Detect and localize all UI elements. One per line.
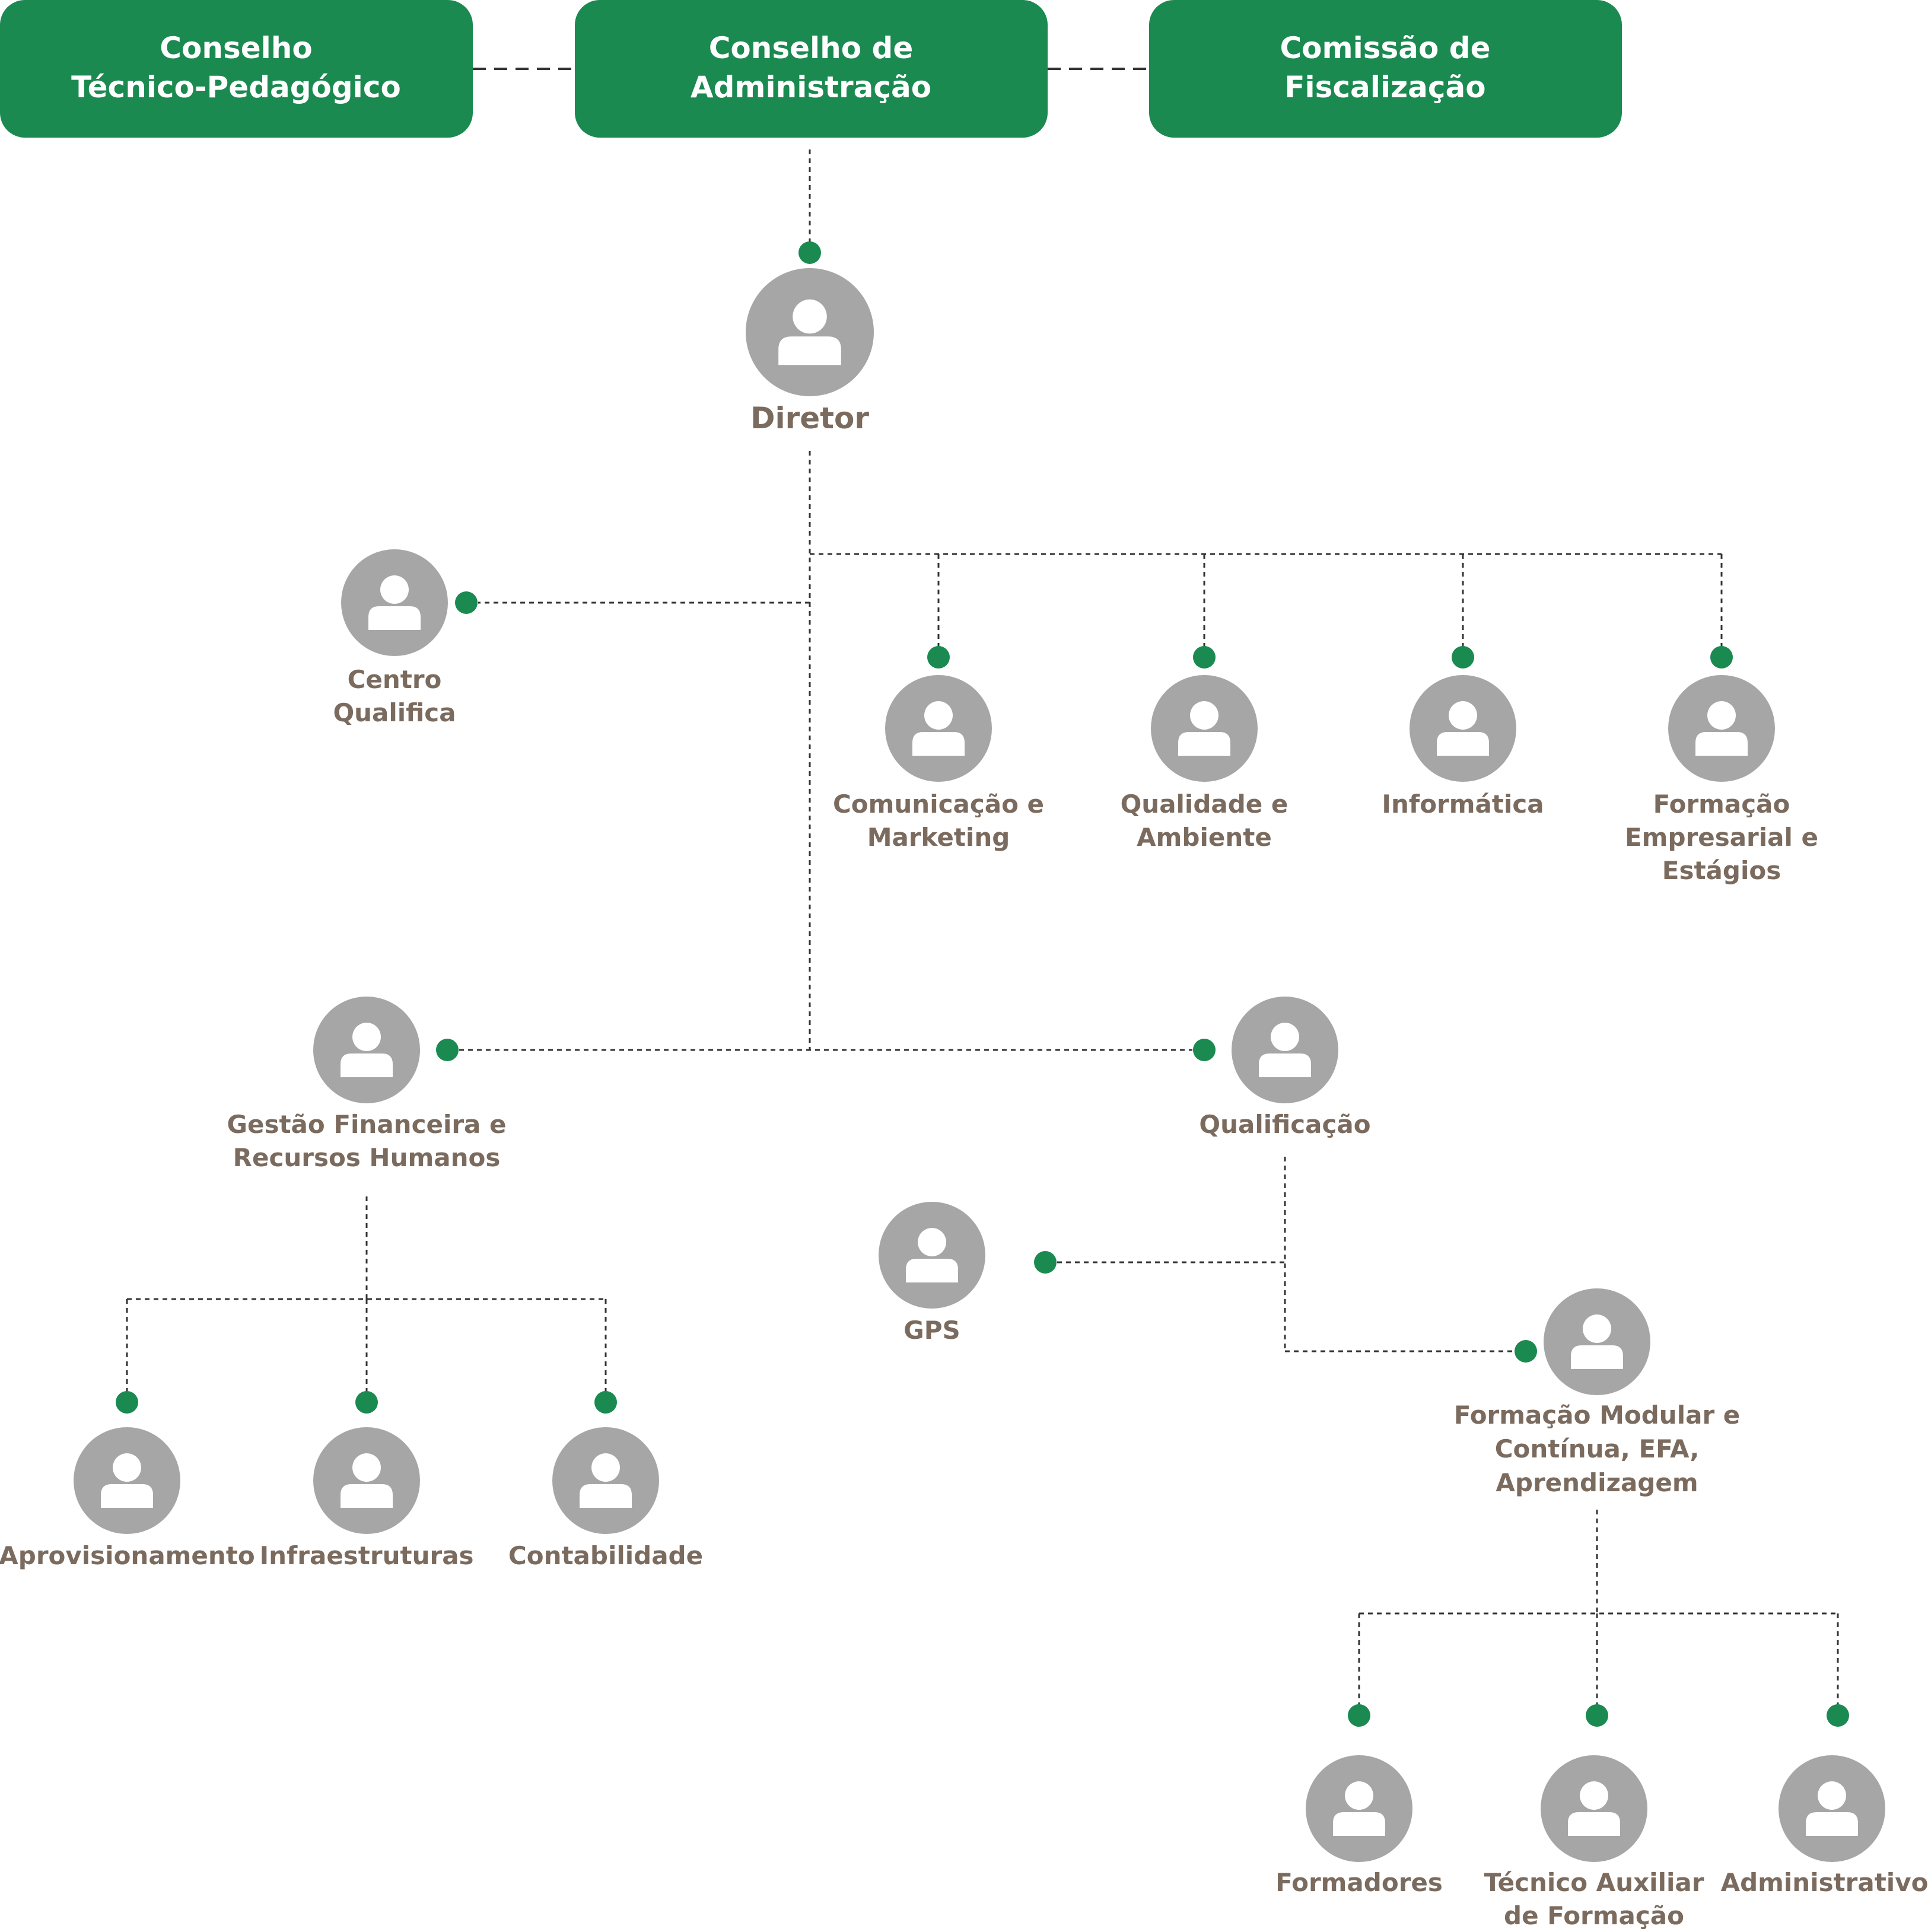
node-label: Qualifica bbox=[333, 698, 456, 727]
connector-dot bbox=[594, 1391, 617, 1414]
connector-dot bbox=[1452, 646, 1474, 669]
node-label: Formação bbox=[1653, 790, 1790, 819]
connector-dot bbox=[1586, 1704, 1608, 1727]
node-tec: Técnico Auxiliar de Formação bbox=[1484, 1755, 1704, 1930]
node-label: Gestão Financeira e bbox=[227, 1110, 506, 1139]
person-icon bbox=[1571, 1314, 1623, 1369]
node-infra: Infraestruturas bbox=[259, 1427, 474, 1570]
board-box bbox=[0, 0, 473, 138]
node-label: Comunicação e bbox=[833, 790, 1044, 819]
node-qa: Qualidade e Ambiente bbox=[1121, 675, 1288, 852]
connector-dot bbox=[355, 1391, 378, 1414]
node-gps: GPS bbox=[879, 1202, 985, 1345]
connector-dot bbox=[1193, 1039, 1216, 1061]
node-label: Ambiente bbox=[1137, 823, 1272, 852]
person-icon bbox=[1437, 701, 1489, 756]
node-cont: Contabilidade bbox=[508, 1427, 703, 1570]
person-icon bbox=[1333, 1781, 1385, 1836]
connector-dot bbox=[1515, 1340, 1537, 1363]
board-b3: Comissão de Fiscalização bbox=[1149, 0, 1622, 138]
board-label: Conselho bbox=[160, 31, 312, 65]
node-label: Recursos Humanos bbox=[233, 1143, 501, 1172]
node-label: Empresarial e bbox=[1625, 823, 1818, 852]
connector-dot bbox=[1348, 1704, 1370, 1727]
node-label: Contínua, EFA, bbox=[1495, 1434, 1700, 1463]
node-label: Técnico Auxiliar bbox=[1484, 1868, 1704, 1897]
node-dir: Diretor bbox=[746, 268, 874, 435]
node-label: Aprendizagem bbox=[1496, 1468, 1698, 1497]
person-icon bbox=[1806, 1781, 1858, 1836]
node-adm: Administrativos bbox=[1721, 1755, 1928, 1897]
connector-dot bbox=[436, 1039, 459, 1061]
connector-dot bbox=[1034, 1251, 1057, 1274]
connectors bbox=[116, 68, 1849, 1727]
board-label: Fiscalização bbox=[1284, 70, 1485, 104]
person-icon bbox=[778, 299, 841, 365]
connector-dot bbox=[798, 241, 821, 264]
connector-dot bbox=[1193, 646, 1216, 669]
node-label: Qualificação bbox=[1199, 1110, 1370, 1139]
node-form: Formadores bbox=[1275, 1755, 1443, 1897]
person-icon bbox=[906, 1228, 958, 1282]
node-label: Administrativos bbox=[1721, 1868, 1928, 1897]
node-label: Informática bbox=[1382, 790, 1544, 819]
node-label: Diretor bbox=[750, 401, 869, 435]
node-com: Comunicação e Marketing bbox=[833, 675, 1044, 852]
person-icon bbox=[368, 575, 421, 630]
connector-dot bbox=[1827, 1704, 1849, 1727]
board-b2: Conselho de Administração bbox=[575, 0, 1048, 138]
node-label: Marketing bbox=[867, 823, 1010, 852]
board-label: Técnico-Pedagógico bbox=[71, 70, 401, 104]
board-label: Conselho de bbox=[709, 31, 914, 65]
connector-dot bbox=[116, 1391, 138, 1414]
person-icon bbox=[912, 701, 965, 756]
node-label: de Formação bbox=[1504, 1901, 1684, 1930]
person-icon bbox=[1568, 1781, 1620, 1836]
node-inf: Informática bbox=[1382, 675, 1544, 819]
person-icon bbox=[1259, 1023, 1311, 1077]
node-label: Centro bbox=[348, 665, 442, 694]
person-icon bbox=[580, 1453, 632, 1508]
node-label: Estágios bbox=[1662, 856, 1781, 885]
board-label: Comissão de bbox=[1280, 31, 1490, 65]
node-label: Formação Modular e bbox=[1454, 1401, 1741, 1430]
node-fm: Formação Modular e Contínua, EFA, Aprendiz… bbox=[1454, 1288, 1741, 1497]
node-label: Qualidade e bbox=[1121, 790, 1288, 819]
person-icon bbox=[1695, 701, 1748, 756]
board-label: Administração bbox=[691, 70, 931, 104]
board-box bbox=[1149, 0, 1622, 138]
node-apr: Aprovisionamento bbox=[0, 1427, 255, 1570]
person-icon bbox=[341, 1023, 393, 1077]
board-box bbox=[575, 0, 1048, 138]
person-icon bbox=[101, 1453, 153, 1508]
node-qual: Qualificação bbox=[1199, 997, 1371, 1139]
connector-dot bbox=[927, 646, 950, 669]
node-label: Contabilidade bbox=[508, 1541, 703, 1570]
node-label: Formadores bbox=[1275, 1868, 1443, 1897]
connector-dot bbox=[1710, 646, 1733, 669]
node-label: Aprovisionamento bbox=[0, 1541, 255, 1570]
person-icon bbox=[341, 1453, 393, 1508]
connector-dot bbox=[455, 591, 478, 614]
node-label: Infraestruturas bbox=[259, 1541, 473, 1570]
node-label: GPS bbox=[903, 1316, 960, 1345]
node-gf: Gestão Financeira e Recursos Humanos bbox=[227, 997, 507, 1172]
person-icon bbox=[1178, 701, 1230, 756]
